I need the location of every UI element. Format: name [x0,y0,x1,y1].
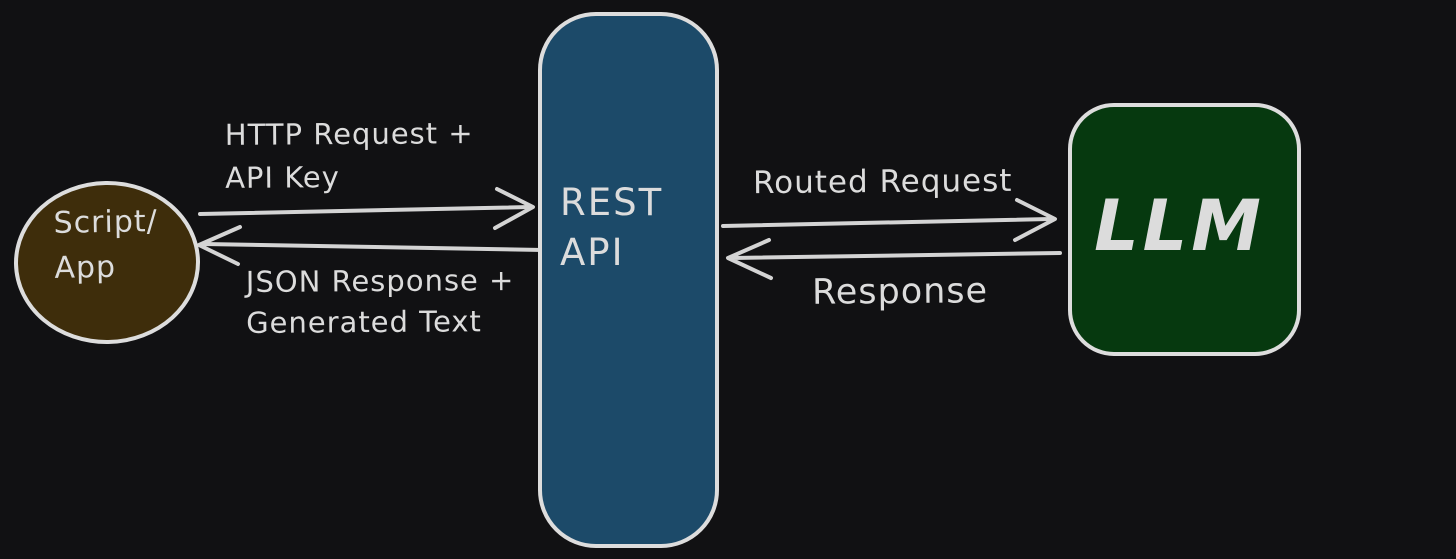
response-edge-label: Response [811,271,989,313]
routed-request-arrow [721,198,1057,242]
routed-request-edge-label: Routed Request [752,162,1013,202]
json-response-edge-label: JSON Response + Generated Text [245,263,515,340]
client-node-label: Script/ App [53,204,159,286]
rest-api-node-label: REST API [560,181,664,274]
http-request-arrow [198,187,535,230]
json-response-arrow [197,225,545,266]
http-request-edge-label: HTTP Request + API Key [224,116,474,195]
response-arrow [726,238,1062,280]
rest-api-node [538,12,719,548]
llm-node: LLM [1068,103,1301,356]
llm-node-label: LLM [1094,184,1265,267]
